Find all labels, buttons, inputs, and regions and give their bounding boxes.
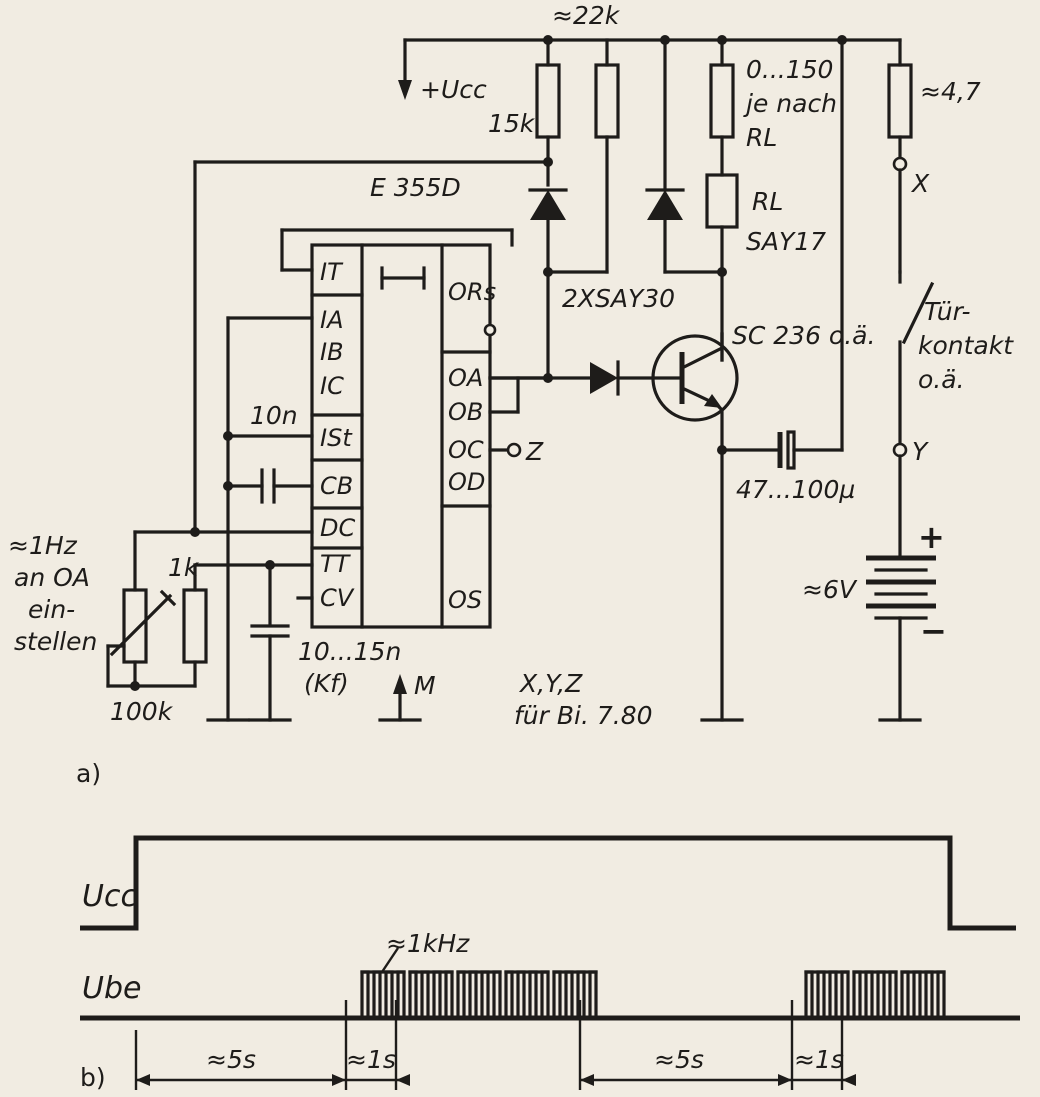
switch-line-1: Tür- — [924, 297, 971, 326]
wire-tt-cv — [193, 560, 314, 722]
wire-ia-gnd — [206, 316, 314, 722]
timing-long-1: ≈5s — [206, 1045, 256, 1074]
terminal-z-label: Z — [525, 437, 544, 466]
resistor-series-range: 0...150 — [746, 55, 833, 84]
pin-ic: IC — [320, 372, 344, 400]
pot-note-3: ein- — [28, 595, 75, 624]
pulse-burst — [456, 970, 502, 1020]
pot-note-2: an OA — [14, 563, 90, 592]
pin-ia: IA — [320, 306, 344, 334]
battery-value: ≈6V — [802, 575, 858, 604]
resistor-diode-feed — [546, 38, 620, 274]
pulse-burst — [552, 970, 598, 1020]
transistor-label: SC 236 o.ä. — [732, 321, 875, 350]
pin-oa: OA — [448, 364, 483, 392]
capacitor-output-label: 47...100µ — [736, 475, 855, 504]
potentiometer-100k — [106, 530, 197, 691]
terminal-z — [506, 442, 522, 458]
pulse-burst — [504, 970, 550, 1020]
ground-arrow — [378, 674, 422, 722]
battery-minus: − — [920, 612, 947, 650]
diode-1 — [528, 157, 568, 383]
resistor-1k — [182, 588, 208, 688]
timing-ucc-trace — [80, 835, 1016, 931]
terminal-y — [892, 442, 908, 458]
pin-cv: CV — [320, 584, 355, 612]
relay-ref: RL — [752, 187, 783, 216]
resistor-series — [709, 38, 735, 177]
terminal-x-label: X — [910, 169, 930, 198]
pin-os: OS — [448, 586, 482, 614]
freq-pointer — [381, 947, 399, 973]
terminal-y-label: Y — [912, 437, 929, 466]
resistor-4-7 — [887, 38, 913, 159]
terminal-x — [892, 156, 908, 172]
pulse-burst — [360, 970, 406, 1020]
switch-line-2: kontakt — [918, 331, 1014, 360]
relay-type: SAY17 — [746, 227, 826, 256]
wire-it — [280, 228, 514, 272]
supply-label: +Ucc — [420, 75, 487, 104]
ors-bubble — [483, 323, 497, 337]
pin-oc: OC — [448, 436, 484, 464]
wire-oa-ob — [488, 376, 550, 414]
resistor-series-ref: RL — [746, 123, 777, 152]
door-switch — [898, 270, 935, 446]
diode-2 — [645, 38, 724, 274]
resistor-4-7-label: ≈4,7 — [920, 77, 981, 106]
pin-cb: CB — [320, 472, 353, 500]
pin-od: OD — [448, 468, 485, 496]
battery — [866, 555, 936, 722]
pin-ors: ORs — [448, 278, 496, 306]
pin-ib: IB — [320, 338, 344, 366]
relay-coil — [705, 173, 739, 362]
pin-tt: TT — [320, 550, 352, 578]
diodes-label: 2XSAY30 — [562, 284, 675, 313]
capacitor-timing-note: (Kf) — [304, 669, 349, 698]
pulse-burst — [408, 970, 454, 1020]
timing-ucc-label: Ucc — [82, 879, 137, 914]
timing-short-1: ≈1s — [346, 1045, 396, 1074]
supply-rail — [398, 35, 902, 100]
capacitor-10n-label: 10n — [250, 401, 298, 430]
pulse-burst — [852, 970, 898, 1020]
supply-value: ≈22k — [552, 1, 621, 30]
terminals-ref: X,Y,Z — [518, 669, 583, 698]
pot-value: 100k — [110, 697, 174, 726]
pin-ist: ISt — [320, 424, 353, 452]
ground-label: M — [414, 671, 436, 700]
pot-note-1: ≈1Hz — [8, 531, 78, 560]
capacitor-output — [720, 38, 844, 470]
figure-label-b: b) — [80, 1063, 106, 1092]
capacitor-cb — [226, 468, 314, 504]
timing-long-2: ≈5s — [654, 1045, 704, 1074]
transistor — [651, 332, 744, 722]
terminals-ref-note: für Bi. 7.80 — [514, 701, 653, 730]
timing-short-2: ≈1s — [794, 1045, 844, 1074]
battery-plus: + — [918, 518, 945, 556]
timing-ube-label: Ube — [82, 971, 141, 1006]
resistor-15k-label: 15k — [488, 109, 536, 138]
timing-freq-label: ≈1kHz — [386, 929, 470, 958]
pulse-burst — [804, 970, 850, 1020]
resistor-series-note: je nach — [743, 89, 837, 118]
ic-type: E 355D — [370, 173, 461, 202]
timing-ube-trace — [80, 970, 1020, 1021]
switch-line-3: o.ä. — [918, 365, 965, 394]
resistor-1k-label: 1k — [168, 553, 200, 582]
pin-dc: DC — [320, 514, 355, 542]
pin-ob: OB — [448, 398, 483, 426]
pot-note-4: stellen — [14, 627, 97, 656]
pulse-burst — [900, 970, 946, 1020]
wire-dc — [190, 160, 550, 537]
figure-label-a: a) — [76, 759, 101, 788]
capacitor-timing-value: 10...15n — [298, 637, 401, 666]
timing-dimensions — [134, 1000, 856, 1090]
pin-it: IT — [320, 258, 344, 286]
